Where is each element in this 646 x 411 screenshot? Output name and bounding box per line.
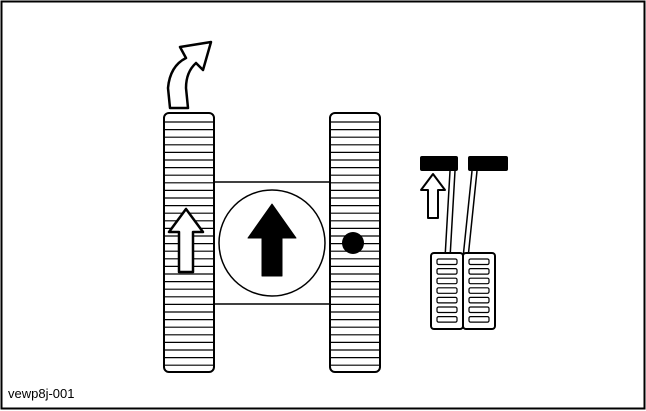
pedal-slot: [468, 287, 490, 294]
pedal-slot: [468, 277, 490, 285]
pedal-slot: [468, 316, 490, 323]
right-lever-handle: [468, 156, 508, 171]
pedal-slot: [436, 258, 458, 266]
pedal-slot: [468, 296, 490, 304]
solid-arrow-up-icon: [247, 203, 297, 277]
pedal-slot: [436, 277, 458, 285]
hollow-arrow-up-icon: [167, 207, 205, 274]
figure-caption: vewp8j-001: [8, 386, 75, 401]
pedal-slot: [468, 258, 490, 266]
left-pedal: [430, 252, 464, 330]
pedal-slot: [436, 287, 458, 294]
pedal-slot: [436, 296, 458, 304]
hollow-arrow-up-icon: [420, 173, 446, 219]
pedal-slot: [468, 268, 490, 275]
pedal-slot: [436, 268, 458, 275]
pedal-slot: [436, 316, 458, 323]
right-pedal: [462, 252, 496, 330]
pedal-slot: [468, 306, 490, 314]
foot-pedals: [430, 252, 496, 330]
dot-icon: [342, 232, 364, 254]
pedal-slot: [436, 306, 458, 314]
left-lever-handle: [420, 156, 458, 171]
control-levers: [420, 156, 508, 259]
curved-arrow-up-right-icon: [166, 40, 213, 110]
